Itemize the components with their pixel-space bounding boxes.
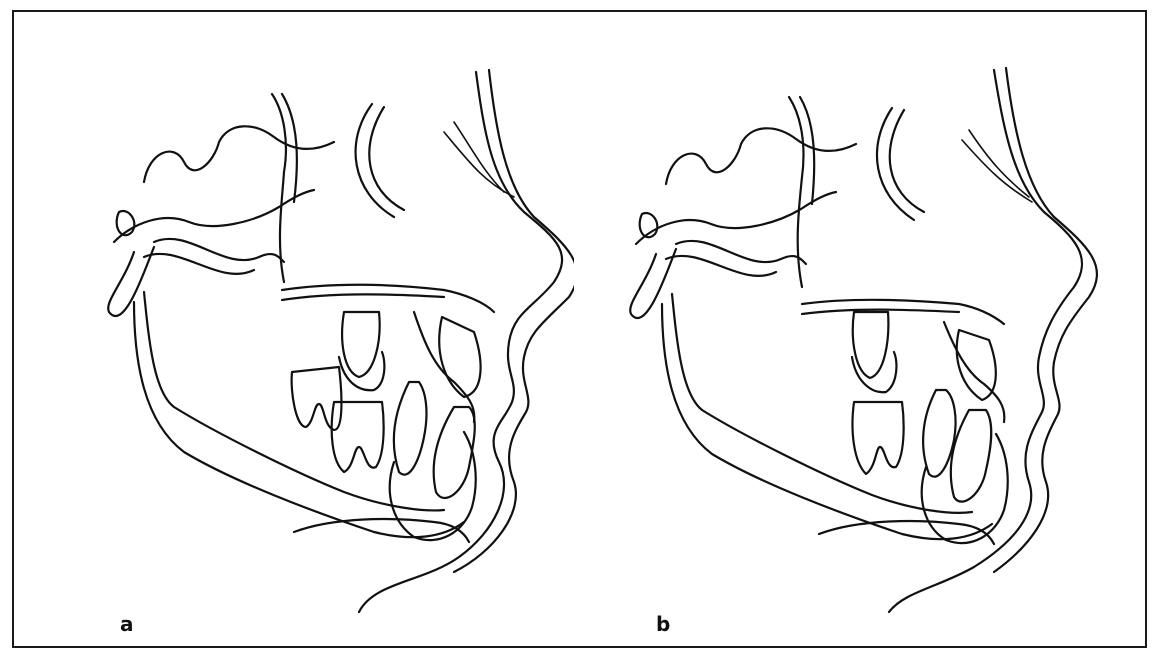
sella-turcica	[144, 126, 334, 182]
occlusal-upper	[676, 241, 806, 264]
lower-incisor	[434, 407, 475, 498]
symphysis	[922, 434, 1008, 543]
upper-premolar	[342, 312, 379, 377]
palatal-plane	[282, 285, 494, 312]
sella-turcica	[666, 128, 856, 184]
ramus-posterior	[108, 247, 154, 316]
orbit-curve-2	[369, 107, 404, 210]
lower-canine	[394, 382, 427, 475]
mandible-outline-2	[662, 304, 992, 539]
panel-b: b	[574, 12, 1134, 646]
premolar-middle	[852, 352, 896, 392]
cephalometric-tracing-b	[574, 12, 1134, 646]
nasal-line-1	[969, 130, 1029, 197]
soft-tissue-profile	[889, 70, 1082, 612]
occlusal-upper-2	[666, 256, 776, 276]
lower-incisor	[951, 410, 991, 502]
nasal-line-1	[454, 122, 504, 192]
nasal-line-2	[444, 132, 514, 197]
occlusal-upper	[154, 239, 284, 262]
upper-incisor	[439, 317, 480, 397]
panel-a: a	[14, 12, 574, 646]
upper-molar	[853, 312, 889, 378]
cephalometric-tracing-a	[14, 12, 574, 646]
ramus-posterior	[630, 249, 676, 318]
figure-frame: a	[12, 10, 1147, 648]
palatal-plane-2	[282, 294, 444, 300]
orbit-curve-2	[890, 110, 924, 212]
soft-tissue-profile-2	[454, 70, 574, 572]
mandible-outline	[672, 294, 972, 513]
panel-label-b: b	[656, 612, 670, 636]
upper-molar	[292, 367, 342, 430]
lower-molar	[853, 402, 904, 474]
hyoid-line	[819, 521, 994, 544]
panel-label-a: a	[120, 612, 134, 636]
pterygoid-line-2	[800, 97, 814, 204]
lower-molar	[332, 402, 384, 472]
cranial-base	[636, 192, 836, 244]
cranial-base	[114, 190, 314, 242]
occlusal-upper-2	[144, 254, 254, 274]
